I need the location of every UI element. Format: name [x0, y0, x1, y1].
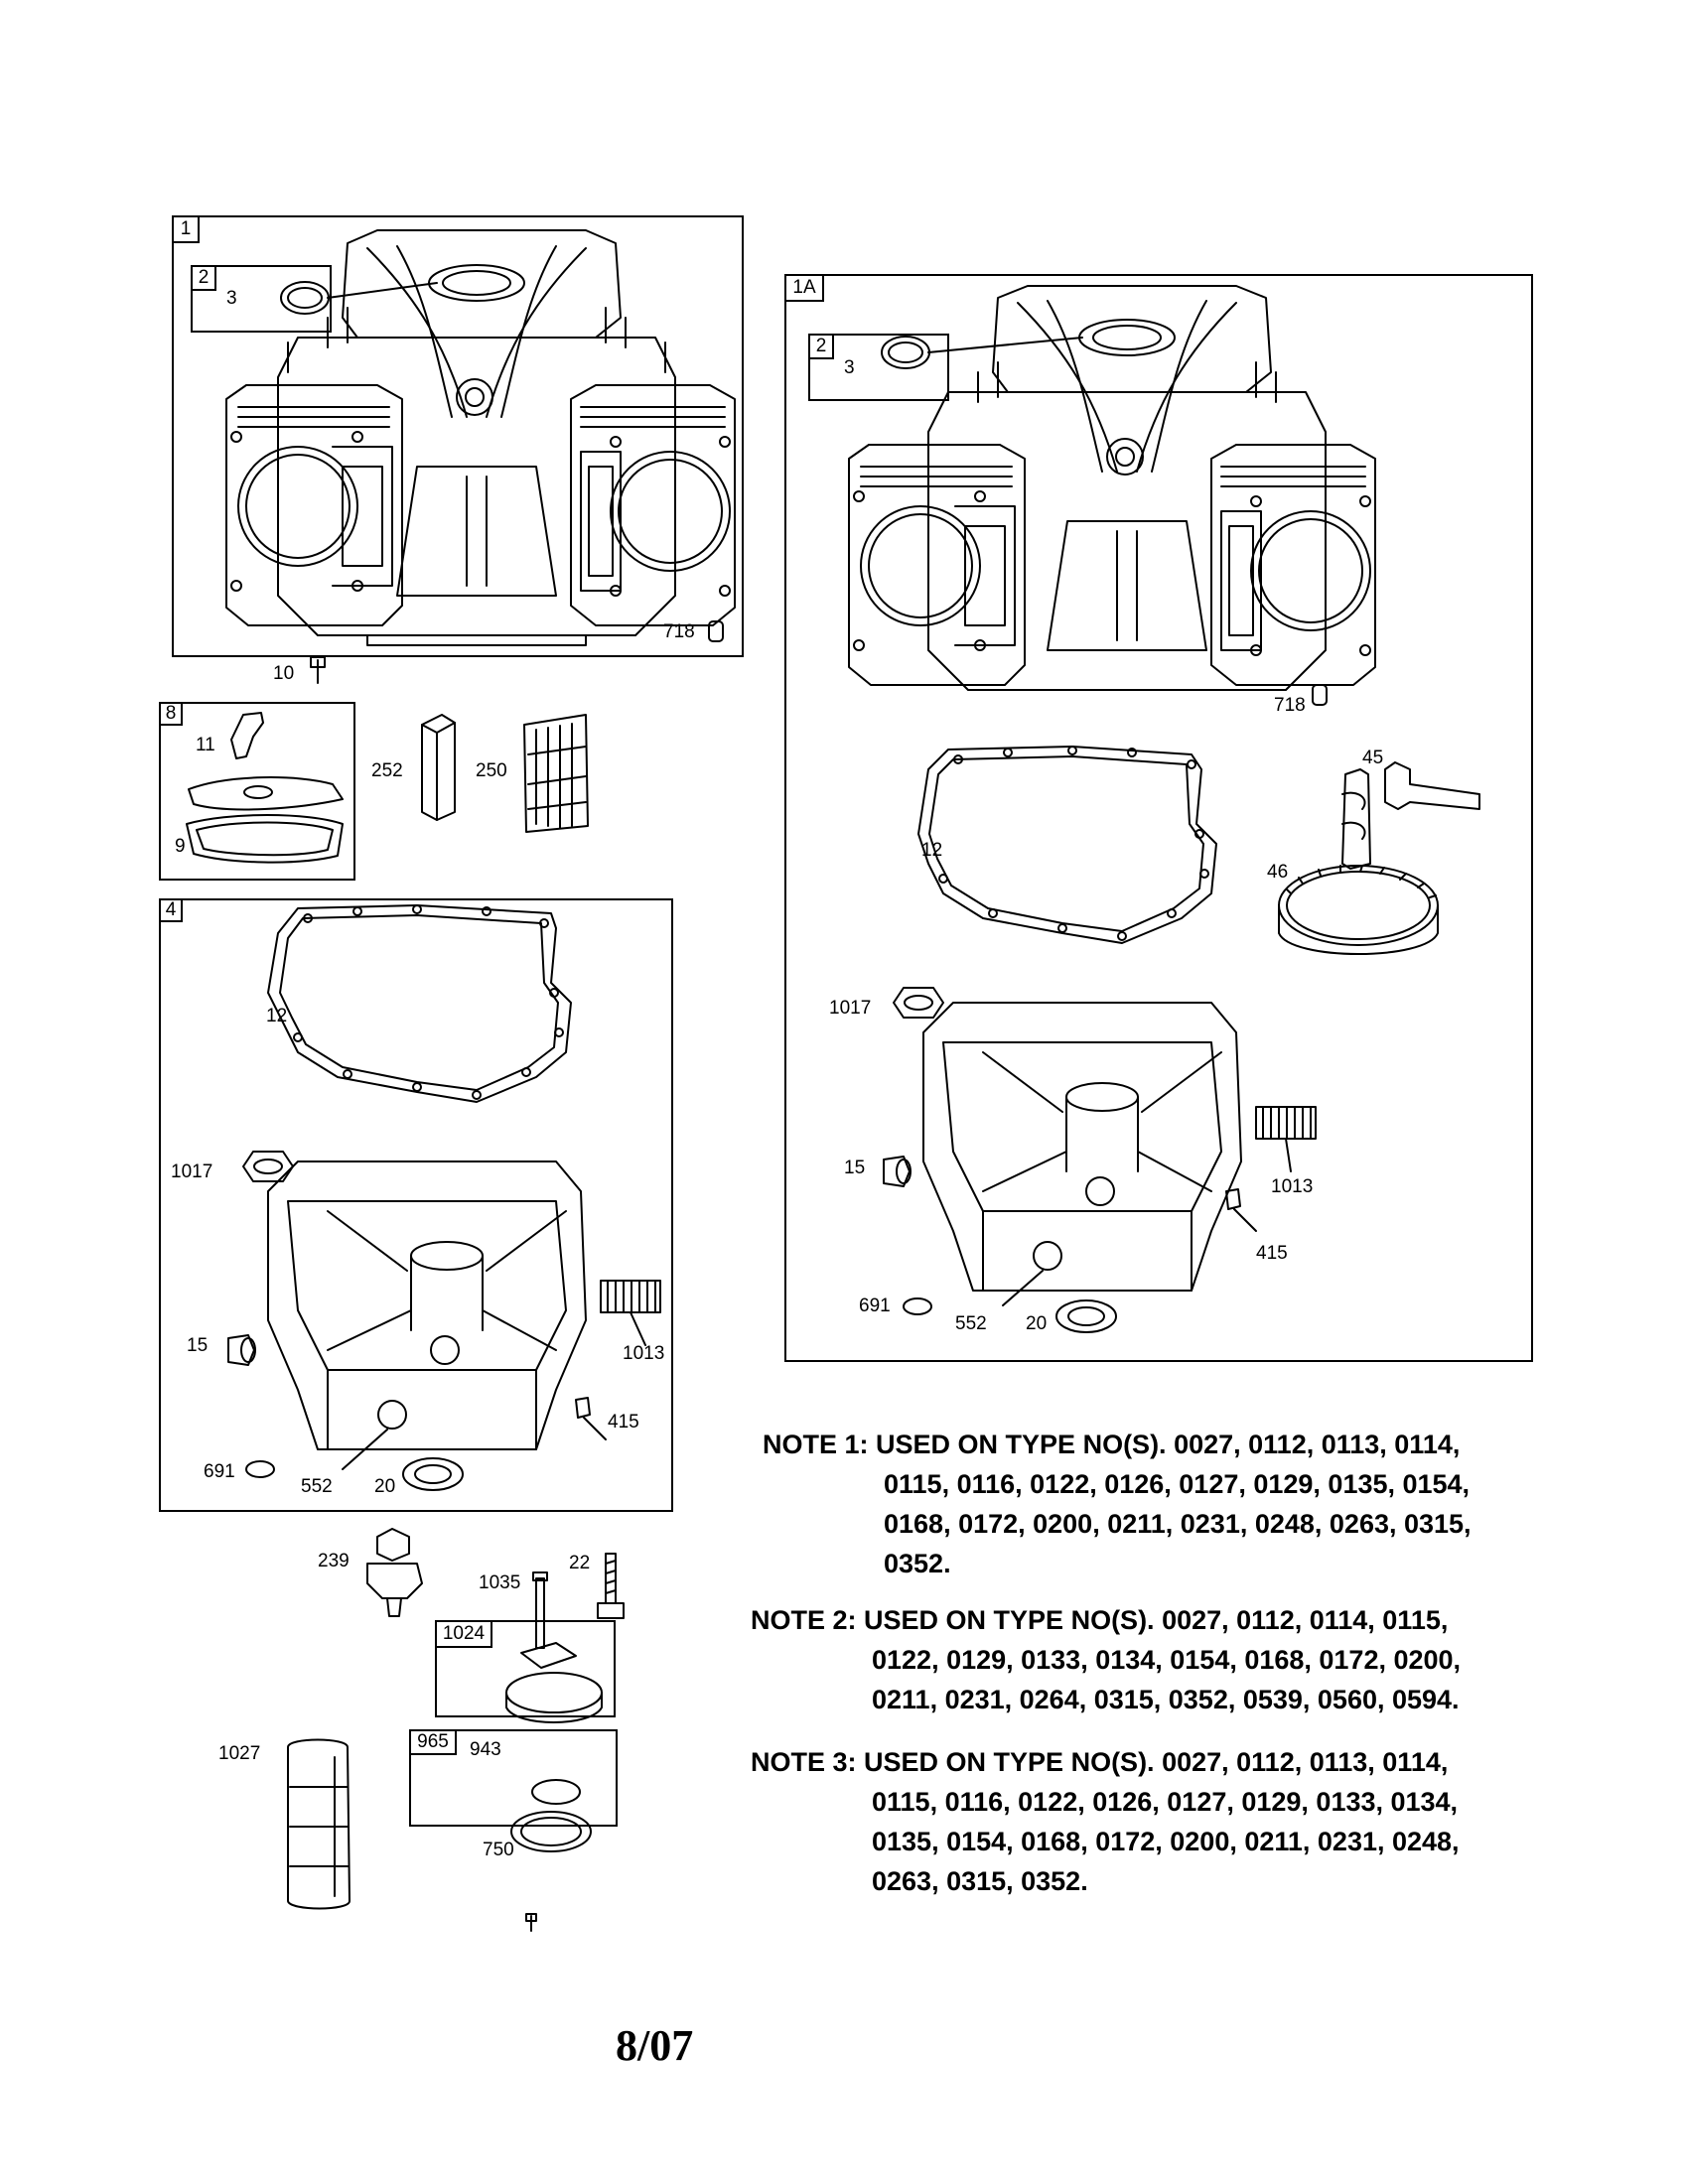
- group-1a-tag: 1A: [784, 274, 824, 302]
- callout-15: 15: [187, 1335, 209, 1356]
- part-1035: [533, 1572, 547, 1648]
- callout-22: 22: [569, 1553, 591, 1573]
- part-15-right: [884, 1157, 910, 1186]
- breather-mesh-250: [524, 715, 588, 832]
- note-1-line-3: 0168, 0172, 0200, 0211, 0231, 0248, 0263…: [884, 1509, 1472, 1539]
- callout-415: 415: [608, 1412, 639, 1433]
- breather-filter-252: [422, 715, 455, 820]
- oil-sump-left: [268, 1161, 586, 1449]
- note-3-label: NOTE 3:: [751, 1747, 857, 1777]
- callout-46: 46: [1267, 862, 1289, 883]
- note-3: NOTE 3: USED ON TYPE NO(S). 0027, 0112, …: [751, 1742, 1448, 1782]
- oil-filter-1027: [288, 1740, 350, 1909]
- note-1-label: NOTE 1:: [763, 1430, 869, 1459]
- callout-552-right: 552: [955, 1313, 987, 1334]
- part-22: [598, 1554, 624, 1618]
- callout-1017-right: 1017: [829, 998, 872, 1019]
- callout-415-right: 415: [1256, 1243, 1288, 1264]
- group-4-tag: 4: [159, 898, 183, 922]
- callout-1017: 1017: [171, 1161, 213, 1182]
- callout-12-right: 12: [921, 840, 943, 861]
- note-2-line-1: USED ON TYPE NO(S). 0027, 0112, 0114, 01…: [864, 1605, 1449, 1635]
- group-4-frame: [159, 898, 673, 1512]
- callout-11: 11: [196, 735, 215, 755]
- group-1-frame: [172, 215, 744, 657]
- oil-pump-1024: [521, 1643, 576, 1668]
- callout-1013: 1013: [623, 1343, 665, 1364]
- callout-718-right: 718: [1274, 695, 1306, 716]
- group-2-frame: [191, 265, 332, 333]
- callout-12: 12: [266, 1006, 288, 1026]
- part-943: [532, 1780, 580, 1804]
- note-1-line-4: 0352.: [884, 1549, 951, 1578]
- part-239: [377, 1529, 409, 1561]
- note-2-line-2: 0122, 0129, 0133, 0134, 0154, 0168, 0172…: [872, 1645, 1462, 1675]
- part-1017-left: [243, 1152, 293, 1181]
- note-3-line-2: 0115, 0116, 0122, 0126, 0127, 0129, 0133…: [872, 1787, 1459, 1817]
- part-1017-right: [894, 988, 943, 1018]
- cylinder-block-right: [849, 286, 1375, 690]
- note-3-line-3: 0135, 0154, 0168, 0172, 0200, 0211, 0231…: [872, 1827, 1460, 1856]
- note-3-line-1: USED ON TYPE NO(S). 0027, 0112, 0113, 01…: [864, 1747, 1449, 1777]
- group-1-tag: 1: [172, 215, 200, 243]
- tappet-45: [1385, 762, 1479, 809]
- callout-552: 552: [301, 1476, 333, 1497]
- note-1: NOTE 1: USED ON TYPE NO(S). 0027, 0112, …: [763, 1425, 1460, 1464]
- breather-tube-11: [231, 713, 263, 758]
- callout-1013-right: 1013: [1271, 1176, 1314, 1197]
- group-965-tag: 965: [409, 1729, 457, 1755]
- oil-sump-right: [923, 1003, 1241, 1291]
- cylinder-block-left: [226, 230, 735, 645]
- callout-1035: 1035: [479, 1572, 521, 1593]
- callout-252: 252: [371, 760, 403, 781]
- gasket-12-right: [918, 747, 1216, 943]
- note-2-line-3: 0211, 0231, 0264, 0315, 0352, 0539, 0560…: [872, 1685, 1460, 1714]
- callout-691-right: 691: [859, 1296, 891, 1316]
- group-2-tag: 2: [191, 265, 216, 291]
- callout-1027: 1027: [218, 1743, 261, 1764]
- callout-943: 943: [470, 1739, 501, 1760]
- cover-plate-965: [511, 1812, 591, 1851]
- part-15-left: [228, 1335, 254, 1365]
- callout-239: 239: [318, 1551, 350, 1571]
- group-2b-frame: [808, 334, 949, 401]
- callout-45: 45: [1362, 748, 1384, 768]
- callout-10: 10: [273, 663, 295, 684]
- callout-15-right: 15: [844, 1158, 866, 1178]
- part-691-right: [904, 1298, 931, 1314]
- group-2b-tag: 2: [808, 334, 834, 359]
- note-2-label: NOTE 2:: [751, 1605, 857, 1635]
- note-3-line-4: 0263, 0315, 0352.: [872, 1866, 1088, 1896]
- group-1024-tag: 1024: [435, 1620, 492, 1648]
- seal-20-right: [1056, 1300, 1116, 1332]
- callout-3: 3: [226, 288, 237, 309]
- part-691-left: [246, 1461, 274, 1477]
- group-965-frame: [409, 1729, 618, 1827]
- callout-691: 691: [204, 1461, 235, 1482]
- callout-250: 250: [476, 760, 507, 781]
- note-1-line-1: USED ON TYPE NO(S). 0027, 0112, 0113, 01…: [876, 1430, 1461, 1459]
- group-8-frame: [159, 702, 355, 881]
- breather-cover: [189, 777, 343, 809]
- callout-20-right: 20: [1026, 1313, 1048, 1334]
- group-8-tag: 8: [159, 702, 183, 726]
- callout-3-right: 3: [844, 357, 855, 378]
- callout-750: 750: [483, 1840, 514, 1860]
- camshaft-46: [1342, 769, 1370, 869]
- note-1-line-2: 0115, 0116, 0122, 0126, 0127, 0129, 0135…: [884, 1469, 1471, 1499]
- seal-20-left: [403, 1458, 463, 1490]
- callout-718: 718: [663, 621, 695, 642]
- note-2: NOTE 2: USED ON TYPE NO(S). 0027, 0112, …: [751, 1600, 1448, 1640]
- callout-20: 20: [374, 1476, 396, 1497]
- breather-gasket-9: [187, 815, 343, 863]
- callout-9: 9: [175, 836, 186, 857]
- group-1a-frame: [784, 274, 1533, 1362]
- revision-date: 8/07: [616, 2021, 694, 2070]
- group-1024-frame: [435, 1620, 616, 1717]
